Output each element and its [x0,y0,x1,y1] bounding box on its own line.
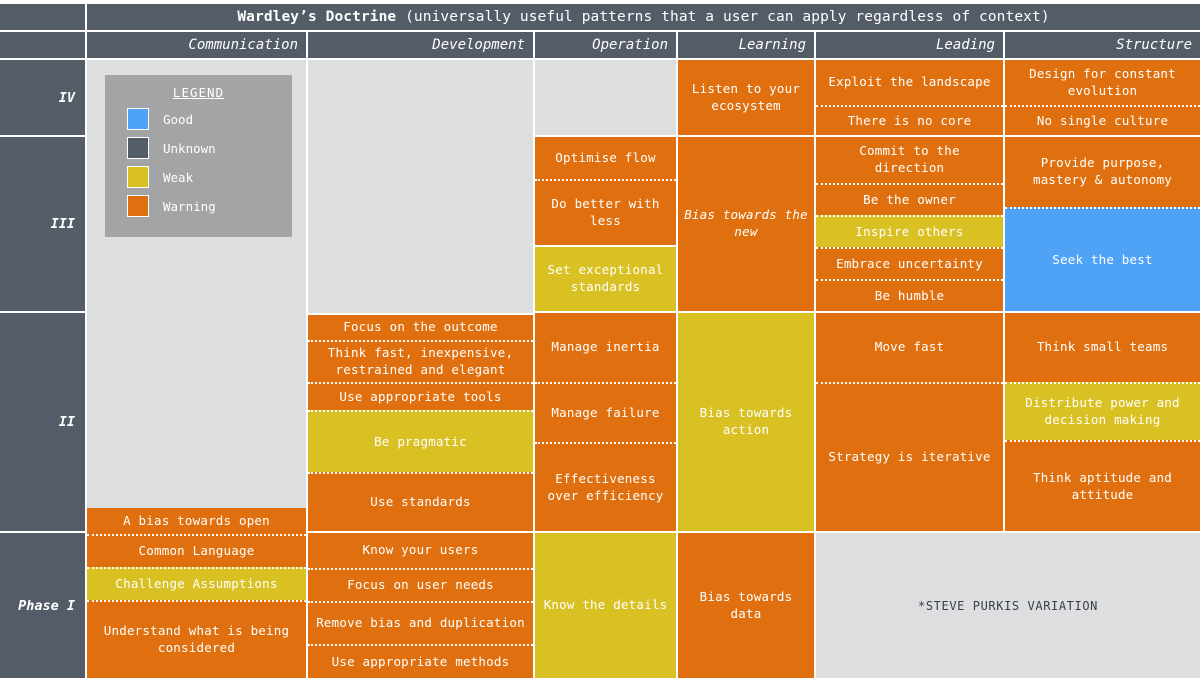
cell-move-fast: Move fast [816,313,1003,382]
cell-manage-inertia: Manage inertia [535,313,676,382]
legend-item-weak: Weak [105,166,292,188]
legend-label-weak: Weak [163,169,194,185]
cell-do-better-with-less: Do better with less [535,179,676,245]
column-header-communication: Communication [87,32,306,58]
header-corner-blank [0,4,85,30]
legend-swatch-warning-icon [127,195,149,217]
cell-remove-bias-and-duplication: Remove bias and duplication [308,601,533,644]
cell-embrace-uncertainty: Embrace uncertainty [816,247,1003,279]
footnote-steve-purkis-variation: *STEVE PURKIS VARIATION [816,533,1200,678]
cell-there-is-no-core: There is no core [816,105,1003,135]
legend-label-good: Good [163,111,194,127]
legend-panel: LEGEND Good Unknown Weak Warning [105,75,292,237]
cell-strategy-is-iterative: Strategy is iterative [816,382,1003,531]
cell-focus-on-the-outcome: Focus on the outcome [308,315,533,340]
legend-swatch-good-icon [127,108,149,130]
empty-panel-development-top [308,60,533,313]
column-header-learning: Learning [678,32,814,58]
empty-panel-operation-top [535,60,676,135]
cell-focus-on-user-needs: Focus on user needs [308,568,533,601]
board-title-rest: (universally useful patterns that a user… [396,9,1050,25]
cell-know-the-details: Know the details [535,533,676,678]
board-title: Wardley’s Doctrine (universally useful p… [87,4,1200,30]
legend-item-unknown: Unknown [105,137,292,159]
legend-item-warning: Warning [105,195,292,217]
legend-title: LEGEND [172,85,225,100]
phase-label-iii: III [0,137,85,311]
cell-think-aptitude-and-attitude: Think aptitude and attitude [1005,440,1200,531]
cell-distribute-power-and-decision-making: Distribute power and decision making [1005,382,1200,440]
phase-label-iv: IV [0,60,85,135]
cell-bias-towards-action: Bias towards action [678,313,814,531]
cell-challenge-assumptions: Challenge Assumptions [87,567,306,600]
cell-common-language: Common Language [87,534,306,567]
cell-think-small-teams: Think small teams [1005,313,1200,382]
legend-swatch-weak-icon [127,166,149,188]
cell-be-pragmatic: Be pragmatic [308,410,533,472]
cell-a-bias-towards-open: A bias towards open [87,508,306,534]
cell-use-appropriate-methods: Use appropriate methods [308,644,533,678]
legend-item-good: Good [105,108,292,130]
phase-label-i: Phase I [0,533,85,678]
cell-commit-to-the-direction: Commit to the direction [816,137,1003,183]
column-header-operation: Operation [535,32,676,58]
phase-label-ii: II [0,313,85,531]
cell-be-humble: Be humble [816,279,1003,311]
cell-be-the-owner: Be the owner [816,183,1003,215]
cell-use-standards: Use standards [308,472,533,531]
cell-inspire-others: Inspire others [816,215,1003,247]
cell-set-exceptional-standards: Set exceptional standards [535,245,676,311]
cell-effectiveness-over-efficiency: Effectiveness over efficiency [535,442,676,531]
column-header-leading: Leading [816,32,1003,58]
header-phase-blank [0,32,85,58]
board-title-bold: Wardley’s Doctrine [237,9,397,25]
cell-understand-what-is-being-considered: Understand what is being considered [87,600,306,678]
cell-listen-to-your-ecosystem: Listen to your ecosystem [678,60,814,135]
cell-exploit-the-landscape: Exploit the landscape [816,60,1003,105]
column-header-structure: Structure [1005,32,1200,58]
column-header-development: Development [308,32,533,58]
legend-swatch-unknown-icon [127,137,149,159]
cell-seek-the-best: Seek the best [1005,207,1200,311]
cell-provide-purpose-mastery-autonomy: Provide purpose, mastery & autonomy [1005,137,1200,207]
cell-use-appropriate-tools: Use appropriate tools [308,382,533,410]
legend-label-warning: Warning [163,198,216,214]
legend-label-unknown: Unknown [163,140,216,156]
cell-design-for-constant-evolution: Design for constant evolution [1005,60,1200,105]
cell-think-fast-inexpensive-restrained-and-elegant: Think fast, inexpensive, restrained and … [308,340,533,382]
cell-bias-towards-data: Bias towards data [678,533,814,678]
cell-optimise-flow: Optimise flow [535,137,676,179]
cell-bias-towards-the-new: Bias towards the new [678,137,814,311]
cell-know-your-users: Know your users [308,533,533,568]
cell-no-single-culture: No single culture [1005,105,1200,135]
cell-manage-failure: Manage failure [535,382,676,442]
